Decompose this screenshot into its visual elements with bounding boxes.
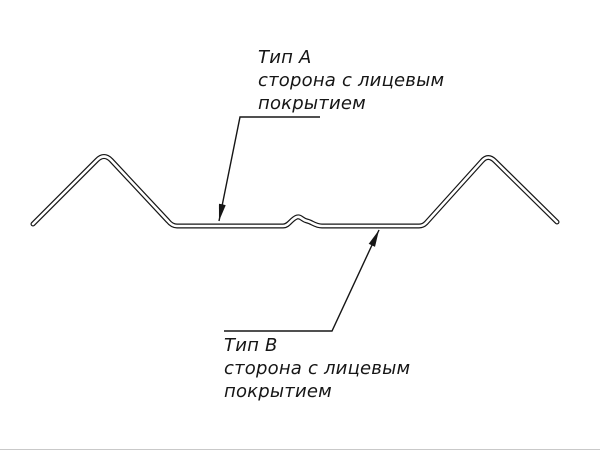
callout-type-b: Тип В сторона с лицевым покрытием: [224, 334, 410, 403]
callout-type-b-title: Тип В: [224, 335, 278, 356]
callout-type-b-line3: покрытием: [224, 381, 332, 402]
callout-type-a-line2: сторона с лицевым: [258, 70, 445, 91]
callout-type-a-title: Тип А: [258, 47, 312, 68]
callout-type-b-line2: сторона с лицевым: [224, 358, 411, 379]
callout-type-a: Тип А сторона с лицевым покрытием: [258, 46, 444, 115]
profile-core: [31, 155, 559, 228]
leader-line-bottom: [224, 229, 380, 332]
profile-sheet: [30, 154, 560, 229]
callout-type-a-line3: покрытием: [258, 93, 366, 114]
leader-line-top: [218, 116, 320, 222]
